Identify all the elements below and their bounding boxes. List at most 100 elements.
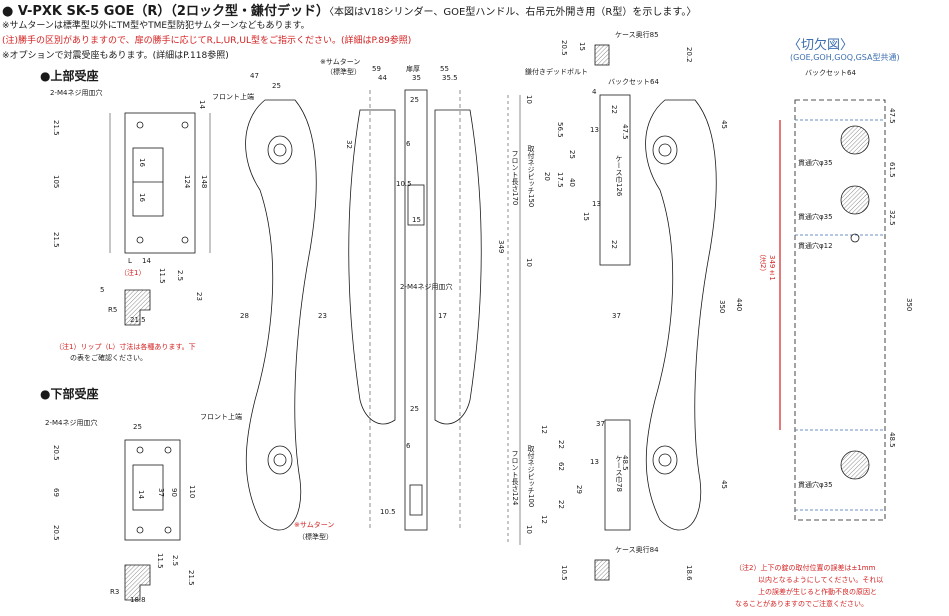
dim: 29 <box>575 485 583 494</box>
dim: 90 <box>170 488 178 497</box>
dim: 37 <box>596 420 605 428</box>
dim: 35 <box>412 74 421 82</box>
dim: 13 <box>590 458 599 466</box>
label-thumbturn-2: ※サムターン <box>294 521 335 529</box>
dim: 25 <box>133 423 142 431</box>
dim: 105 <box>52 175 60 189</box>
dim: 11.5 <box>156 553 164 569</box>
dim: 28 <box>240 312 249 320</box>
dim: 10 <box>525 525 533 534</box>
label-front-len-124: フロント長さ124 <box>511 450 519 506</box>
lower-lock-case <box>604 419 631 531</box>
lower-strike-plate <box>124 439 181 541</box>
label-front-top-2: フロント上端 <box>200 413 242 421</box>
label-note1-b: の表をご確認ください。 <box>70 354 147 362</box>
hole-35-icon <box>840 125 870 155</box>
dim: 15 <box>578 42 586 51</box>
dim: 2.5 <box>171 555 179 567</box>
dim: 20.5 <box>52 525 60 541</box>
note2-line-2: 以内となるようにしてください。それ以 <box>758 576 884 584</box>
screw-hole-icon <box>136 121 144 129</box>
note-option: ※オプションで対震受座もあります。(詳細はP.118参照) <box>2 51 229 61</box>
label-m4-center: 2-M4ネジ用皿穴 <box>400 283 453 291</box>
dim: 4 <box>592 88 597 96</box>
label-m4-upper: 2-M4ネジ用皿穴 <box>50 89 103 97</box>
dim: 48.5 <box>621 455 629 471</box>
note2-line-4: なることがありますのでご注意ください。 <box>735 600 868 608</box>
dim: 20.5 <box>560 40 568 56</box>
section-lower-strike: ●下部受座 <box>40 387 99 401</box>
label-note2-mark: （注2） <box>759 250 767 276</box>
dim: 22 <box>557 500 565 509</box>
screw-hole-icon <box>181 121 189 129</box>
label-case-depth-84: ケース奥行84 <box>615 546 659 554</box>
dim: 44 <box>378 74 387 82</box>
dim: 48.5 <box>888 432 896 448</box>
note-handing: (注)勝手の区別がありますので、扉の勝手に応じてR,L,UR,UL型をご指示くだ… <box>2 36 412 46</box>
dim: 20.5 <box>52 445 60 461</box>
dim: 16 <box>138 158 146 167</box>
dim: R5 <box>108 306 118 314</box>
dim: 21.5 <box>52 232 60 248</box>
label-sickle-deadbolt: 鎌付きデッドボルト <box>525 68 588 76</box>
inside-handle <box>645 99 717 531</box>
label-thumbturn-1: ※サムターン <box>320 58 361 66</box>
label-screw-pitch-100: 取付ネジピッチ100 <box>527 445 535 508</box>
dim: 23 <box>195 292 203 301</box>
label-front-len-170: フロント長さ170 <box>511 150 519 206</box>
upper-strike-plate <box>124 112 196 254</box>
dim: L <box>128 257 132 265</box>
page-title: ● V-PXK SK-5 GOE（R）（2ロック型・鎌付デッド）〈本図はV18シ… <box>2 0 696 19</box>
dim: 17 <box>438 312 447 320</box>
hole-35-icon <box>840 450 870 480</box>
dim: 350 <box>905 298 913 312</box>
label-case-h-126: ケース巾126 <box>615 155 623 197</box>
dim: 56.5 <box>556 122 564 138</box>
dim: 25 <box>410 96 419 104</box>
dim: 62 <box>557 462 565 471</box>
dim: 45 <box>720 120 728 129</box>
label-backset-64b: バックセット64 <box>805 69 856 77</box>
screw-hole-icon <box>136 446 144 454</box>
dim: 22 <box>610 105 618 114</box>
dim: 2.5 <box>176 270 184 282</box>
section-upper-strike: ●上部受座 <box>40 69 99 83</box>
dim: 45 <box>720 480 728 489</box>
dim: 47.5 <box>888 108 896 124</box>
dim: 16 <box>138 193 146 202</box>
dim: 20.2 <box>685 47 693 63</box>
label-thumbturn-2b: （標準型） <box>298 533 333 541</box>
dim: 25 <box>410 405 419 413</box>
dim: 35.5 <box>442 74 458 82</box>
label-note1-mark: （注1） <box>120 269 146 277</box>
dim: 47.5 <box>621 124 629 140</box>
dim: 15 <box>412 216 421 224</box>
cutout-title: 〈切欠図〉 <box>788 38 854 53</box>
dim: 10.5 <box>560 565 568 581</box>
dim: 148 <box>200 175 208 189</box>
label-note1-a: （注1）リップ（L）寸法は各種あります。下 <box>55 343 196 351</box>
label-front-top-1: フロント上端 <box>212 93 254 101</box>
label-m4-lower: 2-M4ネジ用皿穴 <box>45 419 98 427</box>
dim: 10.5 <box>380 508 396 516</box>
note2-line-3: 上の誤差が生じると作動不良の原因と <box>758 588 877 596</box>
dim: 40 <box>568 178 576 187</box>
dim: 14 <box>198 100 206 109</box>
dim: 32 <box>345 140 353 149</box>
upper-lock-case <box>599 94 631 266</box>
cylinder-icon <box>407 184 425 226</box>
label-thumbturn-1b: （標準型） <box>326 68 361 76</box>
door-section <box>404 89 428 531</box>
dim: 47 <box>250 72 259 80</box>
dim: 10 <box>525 258 533 267</box>
dim: 10 <box>525 95 533 104</box>
dim: 440 <box>735 298 743 312</box>
label-hole-35b: 貫通穴φ35 <box>798 213 833 221</box>
hole-12-icon <box>850 233 860 243</box>
dim: 22 <box>610 240 618 249</box>
dim: 18.6 <box>685 565 693 581</box>
note2-line-1: （注2）上下の錠の取付位置の誤差は±1mm <box>735 564 876 572</box>
dim: 349 <box>497 240 505 254</box>
screw-hole-icon <box>181 236 189 244</box>
dim: 21.5 <box>130 316 146 324</box>
